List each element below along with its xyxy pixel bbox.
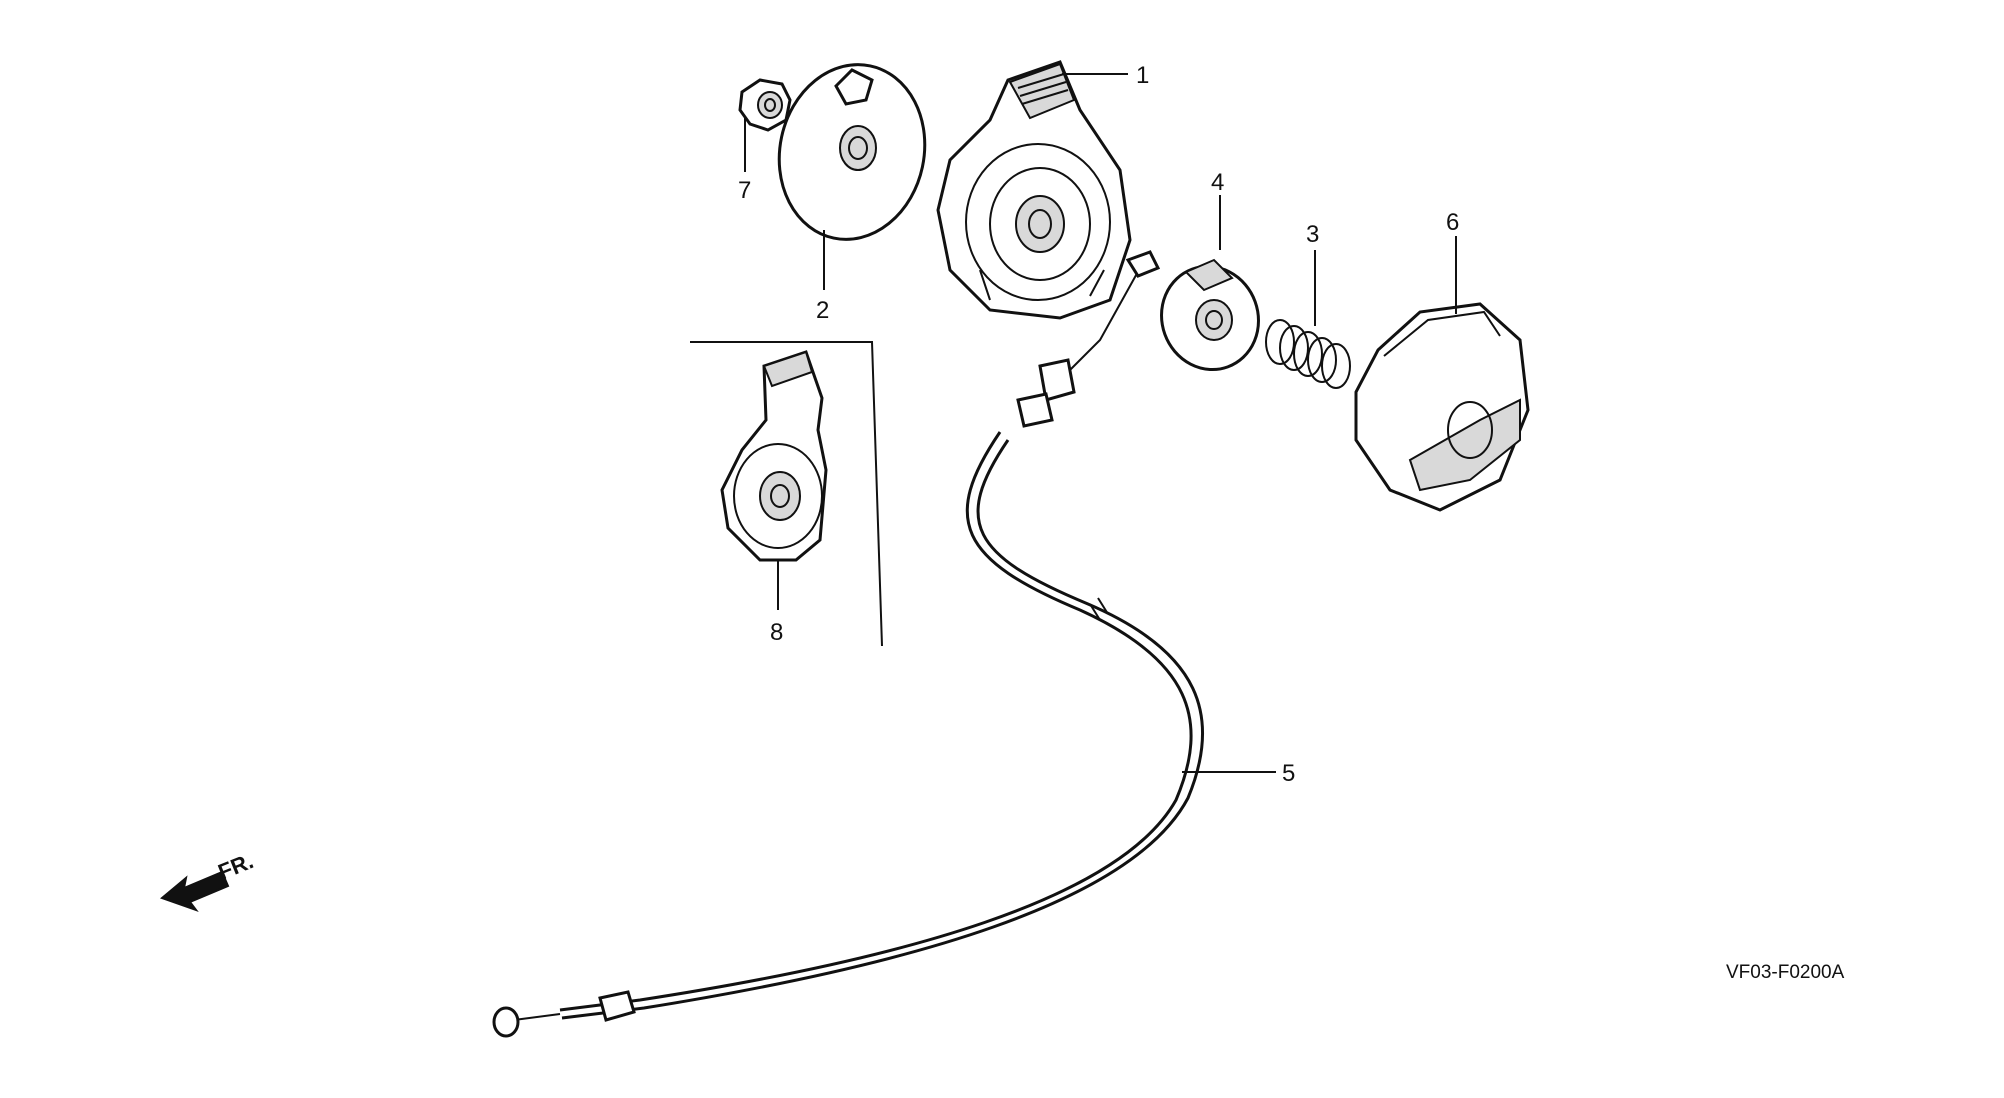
part-3-spring [1265, 250, 1351, 389]
callout-7: 7 [738, 177, 751, 204]
part-4-holder [1160, 195, 1260, 372]
callout-6: 6 [1446, 209, 1459, 236]
direction-label: FR. [215, 848, 257, 884]
callout-5: 5 [1282, 760, 1295, 787]
callout-8: 8 [770, 619, 783, 646]
part-2-plate [777, 63, 927, 290]
arrow-left-icon [160, 870, 230, 913]
callout-4: 4 [1211, 169, 1224, 196]
callout-3: 3 [1306, 221, 1319, 248]
front-direction-indicator: FR. [160, 848, 257, 913]
part-6-cover [1354, 236, 1530, 512]
callout-2: 2 [816, 297, 829, 324]
part-8-alt-housing [690, 341, 883, 647]
figure-code: VF03-F0200A [1726, 962, 1845, 983]
part-1-throttle-housing [936, 60, 1132, 320]
callout-1: 1 [1136, 62, 1149, 89]
part-5-cable [492, 250, 1276, 1038]
